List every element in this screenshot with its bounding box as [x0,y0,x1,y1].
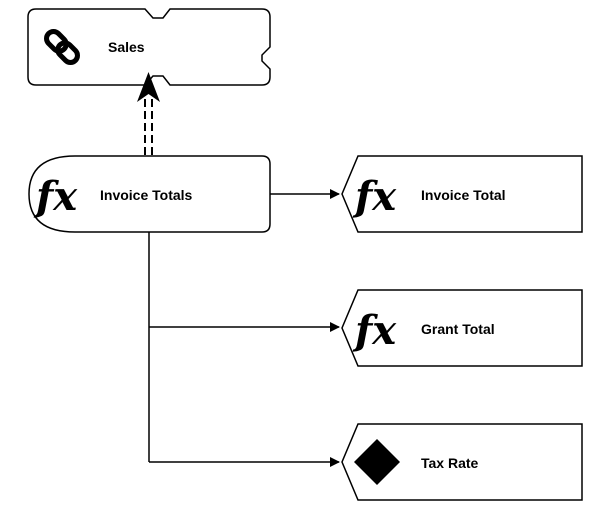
invoice-total-label: Invoice Total [421,187,506,203]
arrowhead-up [137,72,160,102]
dependency-arrow-to-sales [137,72,160,155]
invoice-total-node-shape [341,155,583,233]
function-icon: fx [352,307,397,354]
sales-node-shape [27,8,271,86]
function-icon: fx [33,173,78,220]
sales-label: Sales [108,39,145,55]
grant-total-node-shape [341,289,583,367]
invoice-totals-label: Invoice Totals [100,187,193,203]
invoice-totals-node-shape [28,155,271,233]
invoice-totals-node[interactable]: fx Invoice Totals [28,155,271,233]
invoice-total-node[interactable]: fx Invoice Total [341,155,583,233]
tax-rate-node-shape [341,423,583,501]
diamond-icon [354,439,400,485]
grant-total-label: Grant Total [421,321,495,337]
tax-rate-node[interactable]: Tax Rate [341,423,583,501]
sales-node[interactable]: Sales [27,8,271,86]
function-icon: fx [352,173,397,220]
grant-total-node[interactable]: fx Grant Total [341,289,583,367]
connectors [148,189,340,467]
tax-rate-label: Tax Rate [421,455,479,471]
